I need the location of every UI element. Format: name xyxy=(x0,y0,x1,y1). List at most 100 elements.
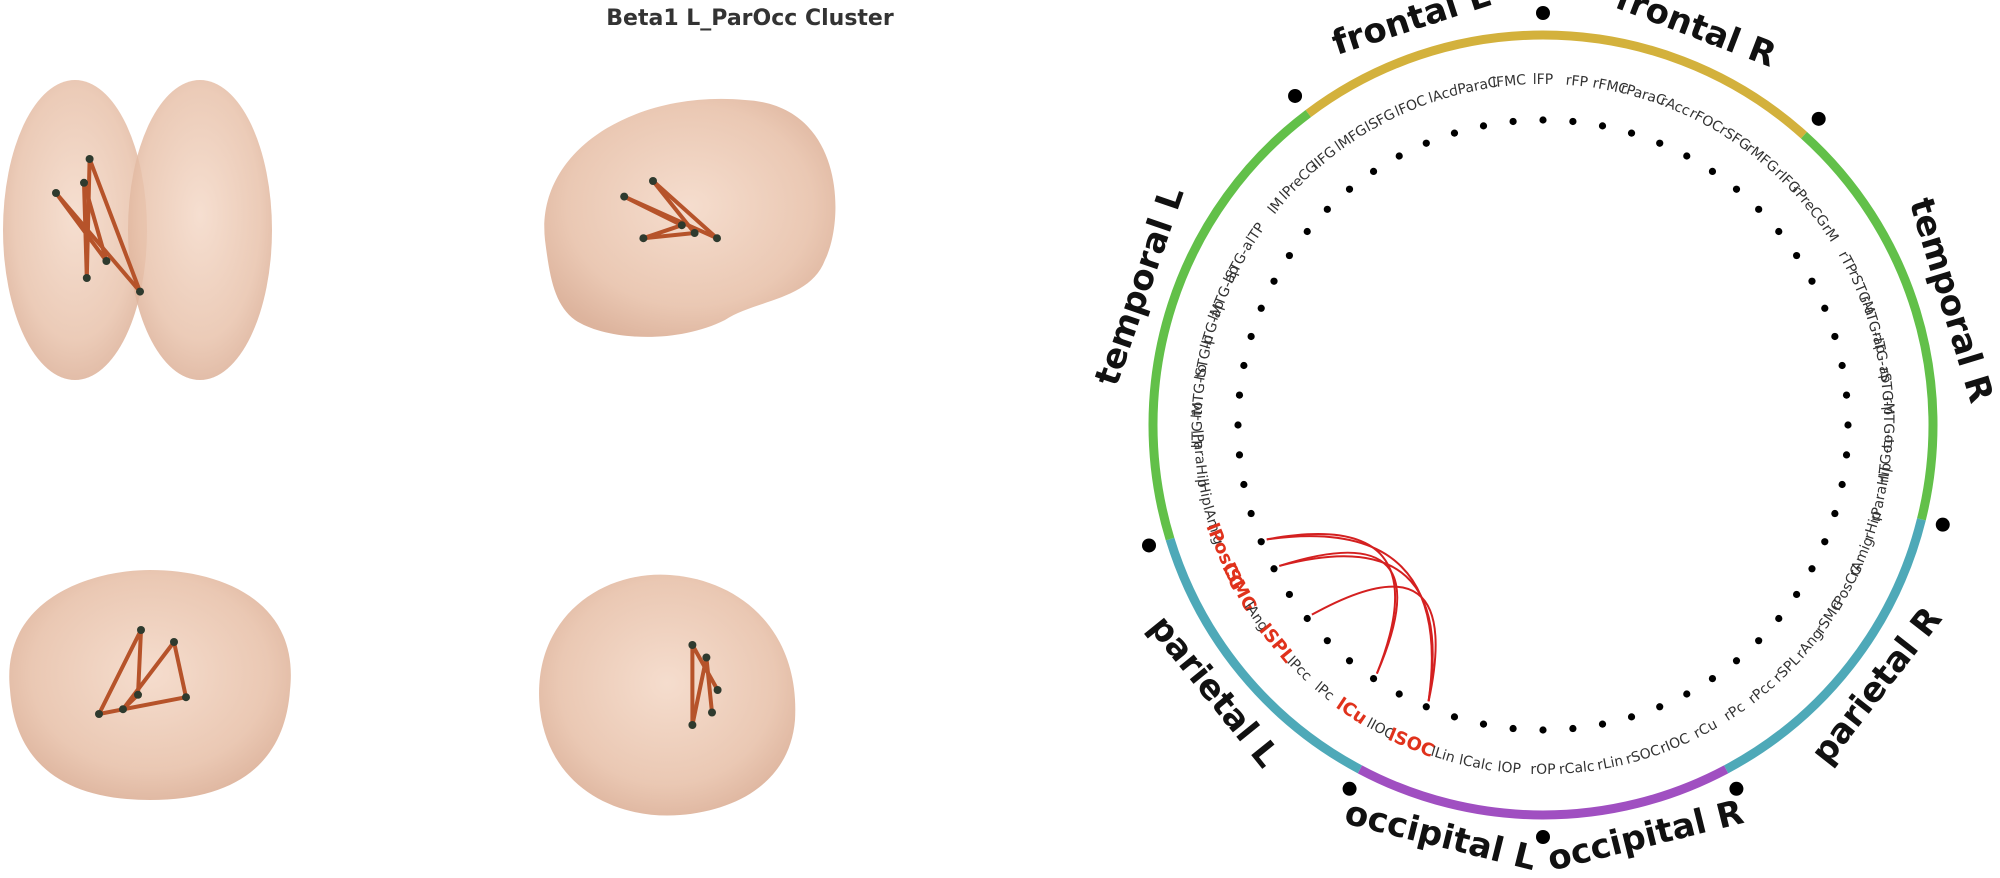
brain-node xyxy=(182,693,190,702)
node-dot xyxy=(1323,205,1331,213)
node-dot xyxy=(1539,116,1547,124)
brain-view-coronal xyxy=(9,570,291,800)
region-arc xyxy=(1148,109,1312,541)
brain-coronal-shape xyxy=(9,570,291,800)
node-dot xyxy=(1247,332,1255,341)
node-dot xyxy=(1732,185,1741,193)
node-dot xyxy=(1369,674,1378,683)
node-dot xyxy=(1240,361,1248,370)
node-dot xyxy=(1303,614,1311,623)
node-label: lLin xyxy=(1429,744,1457,766)
region-arc xyxy=(1542,30,1807,139)
node-label: rFMC xyxy=(1591,75,1629,98)
region-arc xyxy=(1165,537,1363,774)
node-dot xyxy=(1509,724,1517,733)
connection-arcs xyxy=(1266,533,1437,702)
node-label: lParaHip xyxy=(1189,429,1211,488)
brain-node xyxy=(170,638,178,646)
figure-title: Beta1 L_ParOcc Cluster xyxy=(606,6,894,31)
connection-arc xyxy=(1266,535,1433,702)
region-ring xyxy=(1142,6,1950,844)
node-dot xyxy=(1656,703,1664,711)
brain-edge xyxy=(97,628,143,716)
brain-node xyxy=(137,626,145,634)
brain-node xyxy=(688,721,697,729)
node-dot xyxy=(1569,724,1577,733)
node-dot xyxy=(1838,361,1846,370)
node-dot xyxy=(1422,703,1430,711)
node-label: lPc xyxy=(1311,679,1337,704)
connection-arc xyxy=(1279,555,1434,702)
brain-edge xyxy=(82,180,109,263)
brain-edge xyxy=(651,179,719,241)
node-label: lParaC xyxy=(1452,74,1499,98)
node-dot xyxy=(1792,590,1801,599)
brain-node xyxy=(82,274,91,282)
node-label: rCu xyxy=(1691,716,1720,742)
node-label: rOP xyxy=(1530,762,1555,778)
brain-node xyxy=(688,641,697,649)
node-dot xyxy=(1270,565,1278,573)
brain-node xyxy=(713,234,721,243)
region-arc xyxy=(1723,518,1926,774)
node-dot xyxy=(1509,117,1517,126)
node-label: rITG-to xyxy=(1876,434,1897,484)
node-dot xyxy=(1755,637,1763,645)
brain-edge xyxy=(172,640,188,700)
node-label: lCalc xyxy=(1458,752,1494,774)
node-dot xyxy=(1369,167,1378,176)
node-dot xyxy=(1598,122,1607,130)
node-label: lITG-to xyxy=(1190,402,1206,449)
node-dot xyxy=(1395,152,1403,160)
node-label: lOP xyxy=(1497,759,1522,777)
brain-edge xyxy=(121,640,176,712)
node-dot xyxy=(1708,167,1717,176)
brain-sagittal-shape xyxy=(544,98,836,337)
node-label: rPreCG xyxy=(1788,182,1831,230)
node-dot xyxy=(1831,332,1839,341)
node-dot xyxy=(1303,227,1311,236)
node-label: rPc xyxy=(1721,699,1748,724)
node-dot xyxy=(1732,657,1741,665)
node-label: lFMC xyxy=(1492,72,1527,91)
node-dot xyxy=(1598,720,1607,728)
node-dot xyxy=(1479,720,1488,728)
brain-edge xyxy=(97,695,188,716)
node-label: lPreCG xyxy=(1277,159,1321,203)
node-label: rMFG xyxy=(1743,140,1782,176)
brain-node xyxy=(52,189,60,197)
node-dot xyxy=(1683,690,1691,698)
brain-node xyxy=(134,690,142,699)
node-label: rFP xyxy=(1565,73,1589,91)
brain-hemisphere-left xyxy=(3,80,147,380)
node-dot xyxy=(1450,129,1459,137)
brain-node xyxy=(95,710,103,718)
brain-edge xyxy=(54,191,142,294)
brain-view-posterior xyxy=(539,574,796,816)
region-boundary-dot xyxy=(1811,111,1826,126)
node-dot xyxy=(1708,674,1717,683)
node-label: lMTG-to xyxy=(1189,363,1210,419)
region-boundary-dot xyxy=(1342,781,1357,796)
brain-edge xyxy=(87,157,142,294)
node-label: lSFG xyxy=(1363,106,1398,135)
brain-view-axial-top xyxy=(3,80,272,380)
node-dot xyxy=(1345,657,1354,665)
node-dot xyxy=(1235,451,1244,459)
brain-view-sagittal xyxy=(544,98,836,337)
node-dot xyxy=(1345,185,1354,193)
region-boundary-dot xyxy=(1935,517,1950,532)
connection-arc xyxy=(1266,533,1397,674)
node-label: rSOC xyxy=(1624,742,1663,768)
brain-posterior-shape xyxy=(539,574,796,816)
node-dot xyxy=(1395,690,1403,698)
brain-node xyxy=(713,686,722,694)
brain-node xyxy=(639,234,648,243)
region-arc xyxy=(1305,30,1544,118)
brain-hemisphere-right xyxy=(128,80,272,380)
node-dot xyxy=(1257,304,1265,312)
node-dot xyxy=(1792,251,1801,260)
node-dot xyxy=(1808,277,1816,285)
node-dot xyxy=(1422,139,1430,147)
brain-edge xyxy=(690,655,709,727)
